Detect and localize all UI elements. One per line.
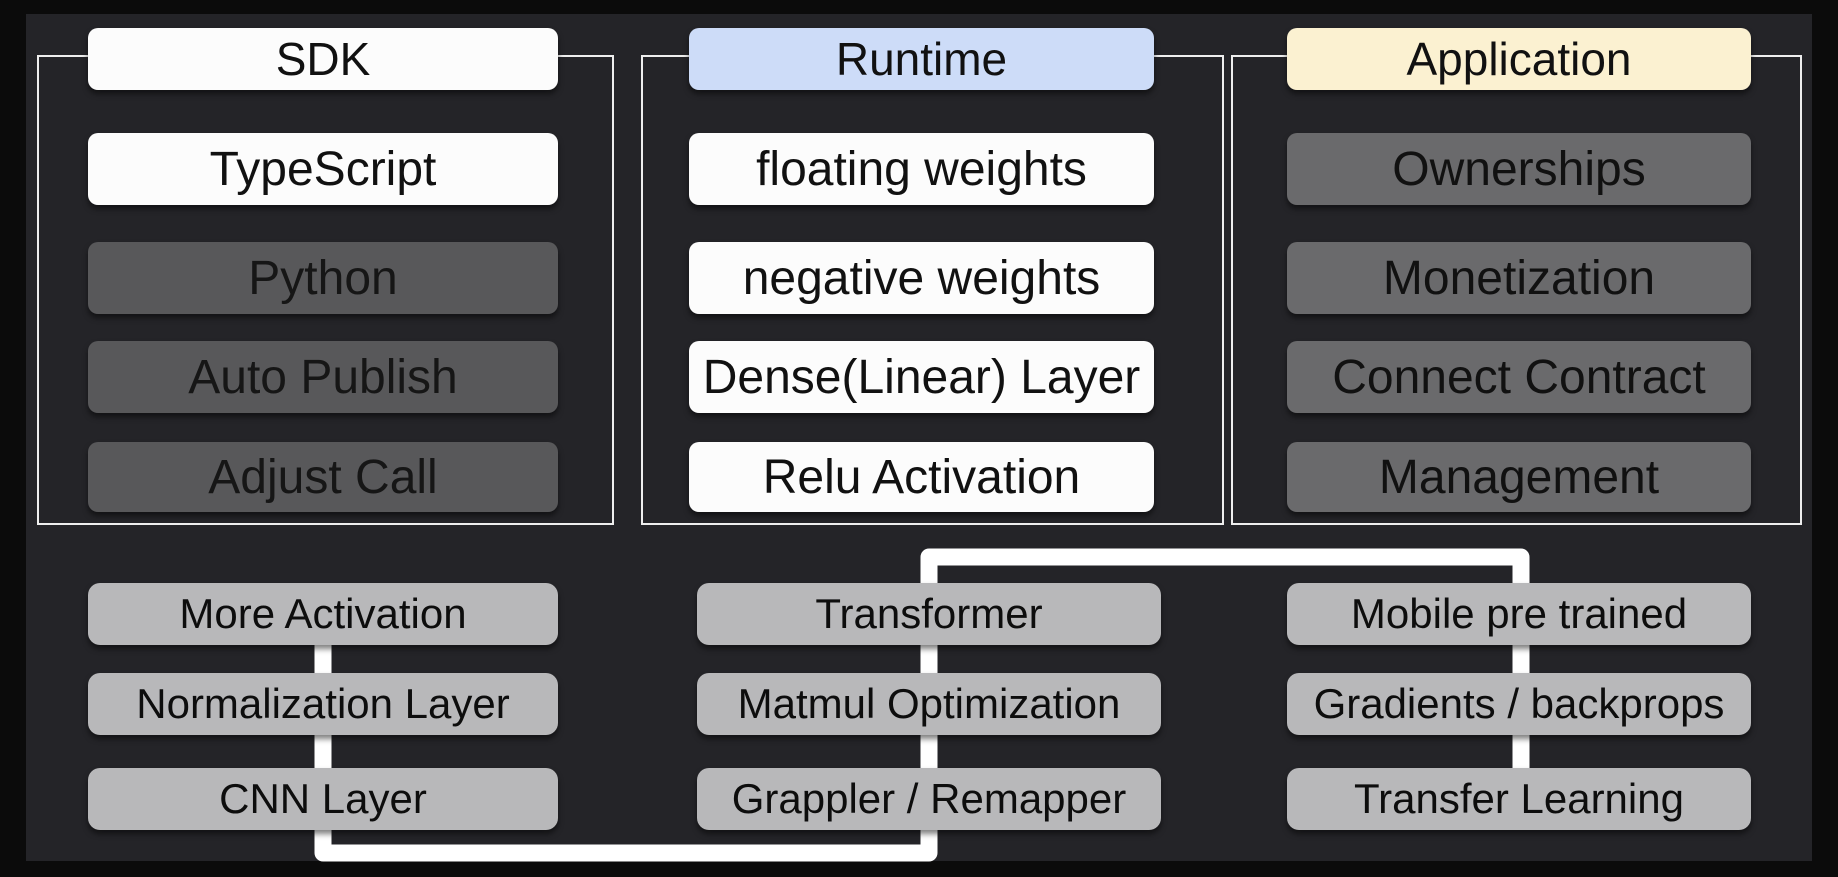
box-mobile-pre-trained: Mobile pre trained: [1287, 583, 1751, 645]
header-runtime: Runtime: [689, 28, 1154, 90]
box-gradients-backprops: Gradients / backprops: [1287, 673, 1751, 735]
header-sdk: SDK: [88, 28, 558, 90]
box-floating-weights: floating weights: [689, 133, 1154, 205]
connector-cnn-layer-to-grappler-remapper: [314, 822, 938, 862]
box-python: Python: [88, 242, 558, 314]
box-grappler-remapper: Grappler / Remapper: [697, 768, 1161, 830]
box-cnn-layer: CNN Layer: [88, 768, 558, 830]
box-dense-linear-layer: Dense(Linear) Layer: [689, 341, 1154, 413]
box-monetization: Monetization: [1287, 242, 1751, 314]
box-transformer: Transformer: [697, 583, 1161, 645]
box-typescript: TypeScript: [88, 133, 558, 205]
box-auto-publish: Auto Publish: [88, 341, 558, 413]
box-ownerships: Ownerships: [1287, 133, 1751, 205]
box-negative-weights: negative weights: [689, 242, 1154, 314]
box-connect-contract: Connect Contract: [1287, 341, 1751, 413]
box-adjust-call: Adjust Call: [88, 442, 558, 512]
connector-transformer-to-mobile-pre-trained: [920, 548, 1530, 592]
box-relu-activation: Relu Activation: [689, 442, 1154, 512]
box-more-activation: More Activation: [88, 583, 558, 645]
box-normalization-layer: Normalization Layer: [88, 673, 558, 735]
box-transfer-learning: Transfer Learning: [1287, 768, 1751, 830]
header-application: Application: [1287, 28, 1751, 90]
box-management: Management: [1287, 442, 1751, 512]
box-matmul-optimization: Matmul Optimization: [697, 673, 1161, 735]
